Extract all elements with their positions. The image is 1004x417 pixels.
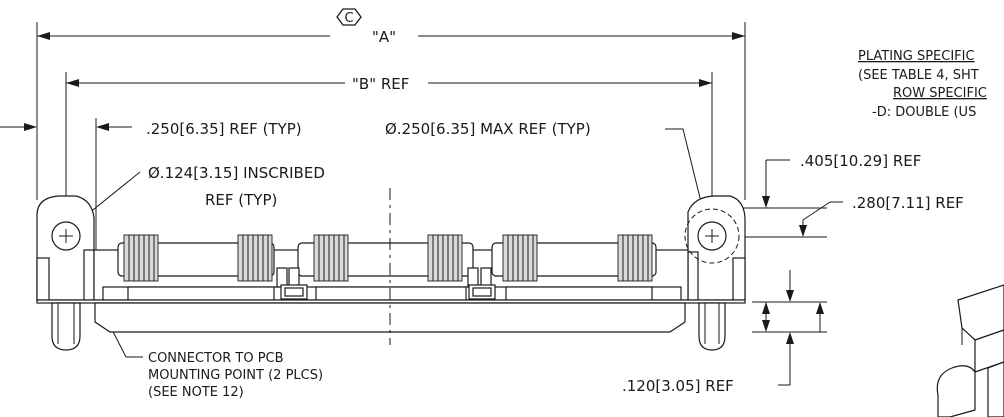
slot-width-label: .250[6.35] REF (TYP) — [146, 120, 302, 138]
dim-b-label: "B" REF — [352, 75, 409, 93]
row-value: -D: DOUBLE (US — [872, 105, 976, 120]
contact-cluster-4 — [427, 234, 463, 282]
right-pin — [698, 302, 726, 351]
inscribed-label-line2: REF (TYP) — [205, 191, 277, 209]
contact-cluster-1 — [123, 234, 159, 282]
max-diameter-label: Ø.250[6.35] MAX REF (TYP) — [385, 120, 591, 138]
contact-cluster-6 — [617, 234, 653, 282]
mount-note-line2: MOUNTING POINT (2 PLCS) — [148, 368, 323, 383]
datum-symbol: C — [344, 11, 353, 26]
dim-a-label: "A" — [372, 28, 396, 46]
dimension-a: C "A" — [36, 8, 746, 200]
isometric-view-fragment — [936, 284, 1004, 417]
dimension-inscribed: Ø.124[3.15] INSCRIBED REF (TYP) — [74, 164, 325, 226]
dimension-height-120: .120[3.05] REF — [622, 270, 827, 395]
inscribed-label-line1: Ø.124[3.15] INSCRIBED — [148, 164, 325, 182]
dimension-b: "B" REF — [65, 72, 713, 205]
height-405-label: .405[10.29] REF — [800, 152, 921, 170]
row-title: ROW SPECIFIC — [893, 86, 987, 101]
contact-cluster-5 — [502, 234, 538, 282]
mount-note-line1: CONNECTOR TO PCB — [148, 351, 284, 366]
plating-title: PLATING SPECIFIC — [858, 49, 975, 64]
height-120-label: .120[3.05] REF — [622, 377, 734, 395]
left-pin — [51, 302, 81, 351]
mount-note-line3: (SEE NOTE 12) — [148, 385, 244, 400]
side-notes: PLATING SPECIFIC (SEE TABLE 4, SHT ROW S… — [858, 49, 987, 120]
plating-ref: (SEE TABLE 4, SHT — [858, 68, 979, 83]
height-280-label: .280[7.11] REF — [852, 194, 964, 212]
contact-cluster-3 — [313, 234, 349, 282]
dimension-heights-right: .405[10.29] REF .280[7.11] REF — [735, 152, 964, 238]
dimension-slot-width: .250[6.35] REF (TYP) — [0, 118, 302, 250]
dimension-max-diameter: Ø.250[6.35] MAX REF (TYP) — [385, 120, 707, 218]
connector-body — [36, 188, 746, 351]
contact-cluster-2 — [237, 234, 273, 282]
